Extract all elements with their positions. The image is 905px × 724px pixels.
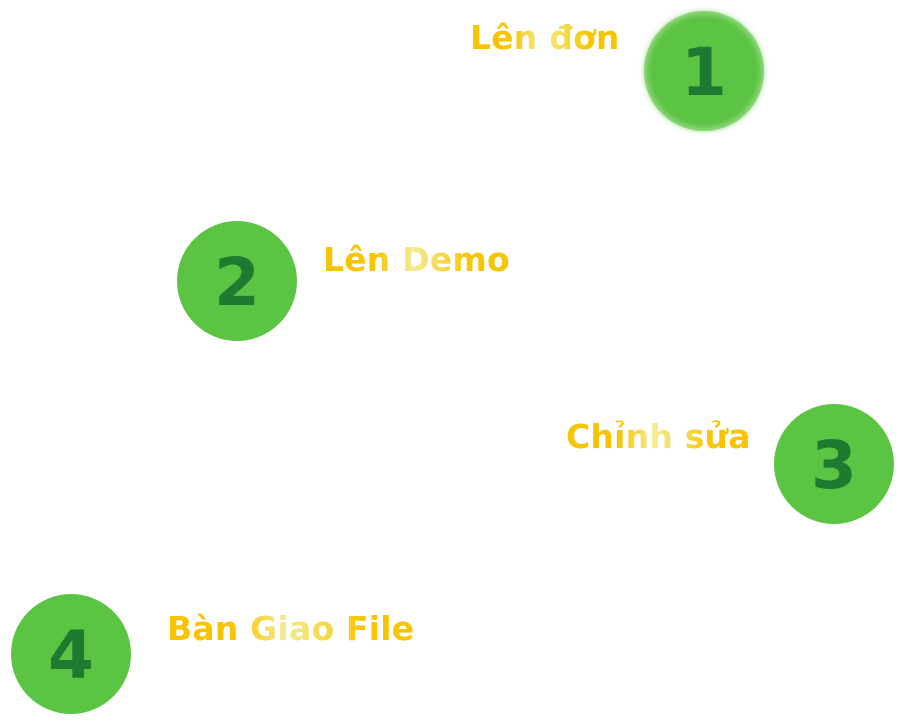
step-3-number: 3	[811, 427, 857, 504]
step-4-circle: 4	[11, 594, 131, 714]
step-2-label: Lên Demo	[323, 240, 510, 279]
step-4-label: Bàn Giao File	[167, 609, 415, 648]
step-2-circle: 2	[177, 221, 297, 341]
step-2-number: 2	[214, 244, 260, 321]
step-3-circle: 3	[774, 404, 894, 524]
step-1-number: 1	[681, 34, 727, 111]
step-1-circle: 1	[644, 11, 764, 131]
step-1-label: Lên đơn	[470, 18, 620, 57]
step-3-label: Chỉnh sửa	[566, 417, 751, 456]
step-4-number: 4	[48, 617, 94, 694]
